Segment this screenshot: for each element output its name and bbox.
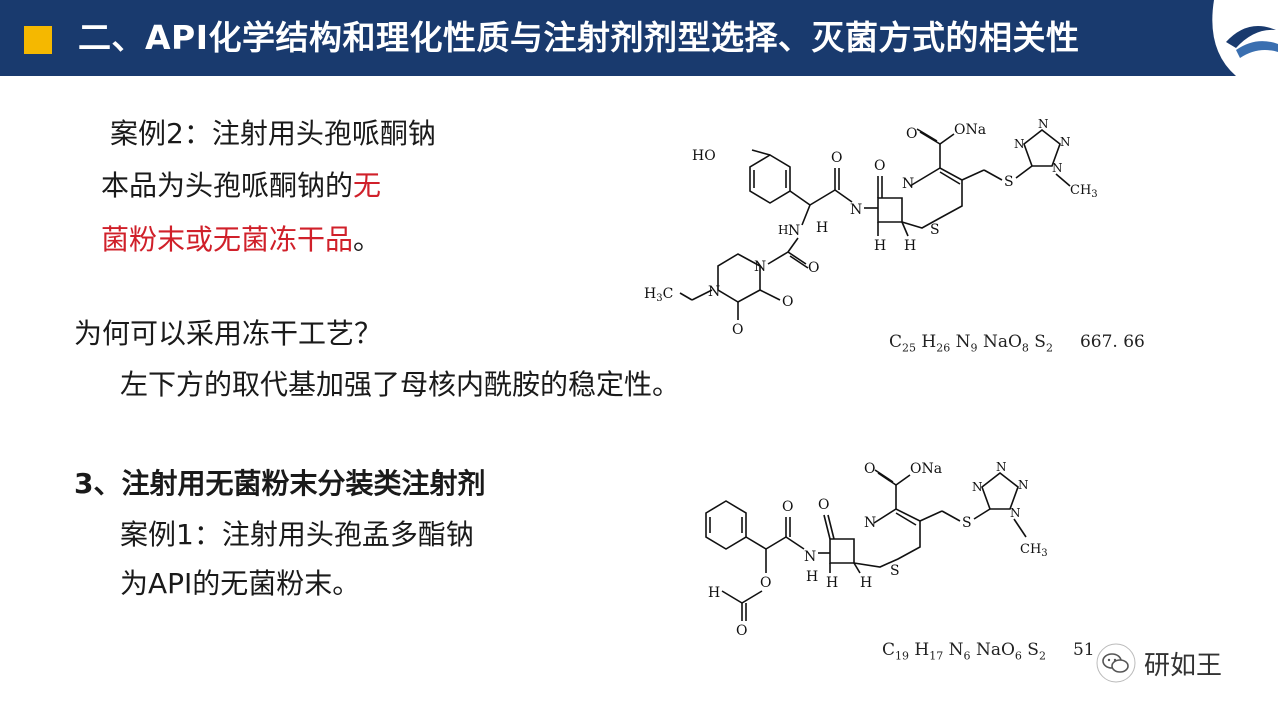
mw-2: 51 [1072,640,1095,660]
cefamandole-structure: O N H O H O O N H H S O ONa S N N N N CH… [705,460,1048,639]
ring-s-label: S [930,222,940,238]
carboxyl2-o-label: O [864,461,875,477]
amide-o-label: O [831,150,842,166]
cefoperazone-structure: HO O N H N H O N N O O H3C O N H H S O O… [644,117,1098,338]
watermark-text: 研如王 [1144,650,1223,681]
question-text: 为何可以采用冻干工艺？ [74,317,383,350]
c6b-h-label: H [860,575,872,591]
amide2-h-label: H [806,569,818,585]
c6-h-label: H [904,238,916,254]
lactam2-n-label: N [864,515,876,531]
pip-n4-label: N [708,284,720,300]
brand-logo [1212,0,1280,76]
formula-2: C19 H17 N6 NaO6 S2 51 [882,640,1095,663]
case2-line2-red: 菌粉末或无菌冻干品 [101,223,354,256]
ester-o-label: O [760,575,771,591]
case2-line2: 菌粉末或无菌冻干品。 [101,222,381,258]
case2-line1: 本品为头孢哌酮钠的无 [101,168,381,204]
c7-h-label: H [874,238,886,254]
mw-1: 667. 66 [1079,332,1145,352]
lactam-o-label: O [874,158,885,174]
lactam-n-label: N [902,176,914,192]
ona-label: ONa [954,122,986,138]
urea-nh-h-label: H [778,223,788,237]
svg-text:N: N [1038,117,1049,131]
section3-case1: 案例1：注射用头孢孟多酯钠 [120,518,474,551]
formyl-h-label: H [708,585,720,601]
watermark: 研如王 [1096,640,1222,686]
phenyl-ring [705,500,747,550]
svg-text:N: N [1052,161,1063,175]
answer-text: 左下方的取代基加强了母核内酰胺的稳定性。 [120,368,681,401]
c7b-h-label: H [826,575,838,591]
tetrazole-ring [1023,128,1061,167]
thio2-s-label: S [962,515,972,531]
svg-text:N: N [996,460,1007,474]
svg-text:N: N [1060,135,1071,149]
ethyl-label: H3C [644,286,673,304]
svg-text:N: N [972,480,983,494]
formyl-o-label: O [736,623,747,639]
slide-header: 二、API化学结构和理化性质与注射剂剂型选择、灭菌方式的相关性 [0,0,1280,76]
section3-case1-desc: 为API的无菌粉末。 [120,567,361,600]
svg-text:N: N [1014,137,1025,151]
beta-lactam-ring [877,197,903,223]
wechat-icon [1096,643,1136,683]
tetrazole2-ring [981,471,1019,510]
title-bullet [24,26,52,54]
pip-o2-label: O [732,322,743,338]
svg-text:N: N [1010,506,1021,520]
carboxyl-o-label: O [906,126,917,142]
amide2-o-label: O [782,499,793,515]
beta-lactam2-ring [829,538,855,564]
alpha-h-label: H [816,220,828,236]
urea-n-label: N [788,223,800,239]
amide-n-label: N [850,202,862,218]
ch3-label: CH3 [1070,183,1098,200]
lactam2-o-label: O [818,497,829,513]
pip-n1-label: N [754,259,766,275]
svg-text:N: N [1018,478,1029,492]
ho-label: HO [692,148,716,164]
case2-line1-prefix: 本品为头孢哌酮钠的 [101,169,354,202]
amide2-n-label: N [804,549,816,565]
case2-line1-red: 无 [353,169,382,202]
section3-title: 3、注射用无菌粉末分装类注射剂 [74,467,486,500]
ring2-s-label: S [890,563,900,579]
formula-1: C25 H26 N9 NaO8 S2 667. 66 [889,332,1145,355]
thio-s-label: S [1004,174,1014,190]
urea-o-label: O [808,260,819,276]
ona2-label: ONa [910,461,942,477]
case2-line2-suffix: 。 [353,223,382,256]
pip-o1-label: O [782,294,793,310]
ch3-2-label: CH3 [1020,542,1048,559]
case2-heading: 案例2：注射用头孢哌酮钠 [110,117,436,150]
slide-title: 二、API化学结构和理化性质与注射剂剂型选择、灭菌方式的相关性 [78,18,1080,57]
phenol-ring [749,154,791,204]
